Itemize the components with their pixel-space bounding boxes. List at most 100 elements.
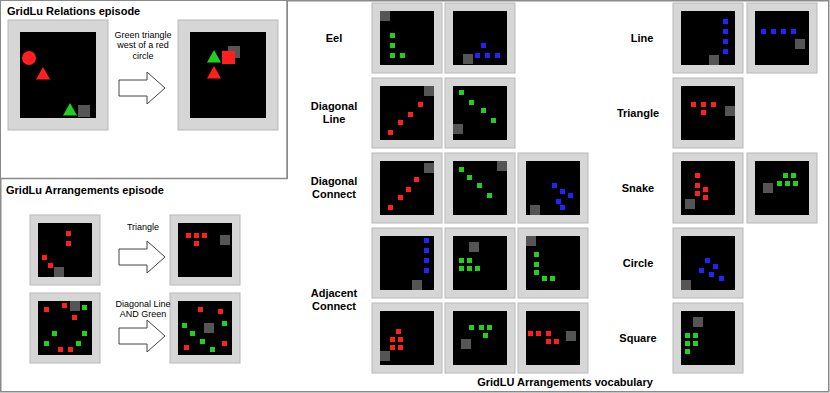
block-dot <box>703 187 708 192</box>
block-dot <box>487 193 492 198</box>
grid-board <box>681 161 735 215</box>
grid-image <box>178 20 278 130</box>
block-dot <box>459 167 464 172</box>
grid-image <box>30 215 100 285</box>
block-dot <box>48 263 53 268</box>
grid-board <box>681 311 735 365</box>
block-dot <box>485 53 490 58</box>
block-dot <box>82 305 87 310</box>
grid-board <box>755 161 809 215</box>
block-dot <box>723 49 728 54</box>
block-dot <box>685 349 690 354</box>
block-dot <box>546 331 551 336</box>
block-dot <box>703 195 708 200</box>
vocabulary-term: Line <box>614 32 670 45</box>
grid-image <box>372 3 442 73</box>
grid-ground <box>380 161 434 215</box>
grid-frame <box>30 215 100 285</box>
block-dot <box>487 325 492 330</box>
block-dot <box>783 173 788 178</box>
grid-ground <box>453 311 507 365</box>
block-dot <box>483 333 488 338</box>
block-dot <box>467 175 472 180</box>
grid-frame <box>372 153 442 223</box>
block-dot <box>695 173 700 178</box>
block-dot <box>424 268 429 273</box>
block-dot <box>701 102 706 107</box>
grid-image <box>170 293 240 363</box>
block-dot <box>190 331 195 336</box>
block-dot <box>554 339 559 344</box>
triangle-object <box>207 50 221 63</box>
block-dot <box>723 29 728 34</box>
grid-frame <box>673 303 743 373</box>
square-object <box>78 105 90 117</box>
grid-board <box>453 86 507 140</box>
block-dot <box>495 53 500 58</box>
grid-board <box>526 236 580 290</box>
grid-ground <box>380 236 434 290</box>
block-dot <box>184 345 189 350</box>
grid-board <box>453 161 507 215</box>
grid-board <box>38 301 92 355</box>
block-dot <box>723 19 728 24</box>
block-dot <box>58 347 63 352</box>
block-dot <box>469 100 474 105</box>
grid-image <box>170 215 240 285</box>
agent-square <box>566 331 576 341</box>
agent-square <box>424 86 434 96</box>
arrow-caption: Triangle <box>111 222 175 232</box>
grid-ground <box>178 301 232 355</box>
grid-board <box>453 311 507 365</box>
agent-square <box>497 161 507 171</box>
block-dot <box>546 339 551 344</box>
agent-square <box>424 163 434 173</box>
block-dot <box>467 258 472 263</box>
agent-square <box>526 236 536 246</box>
block-dot <box>534 252 539 257</box>
block-dot <box>695 183 700 188</box>
grid-frame <box>673 3 743 73</box>
block-dot <box>222 321 227 326</box>
block-dot <box>424 238 429 243</box>
grid-frame <box>747 3 817 73</box>
vocabulary-term: Diagonal Line <box>309 100 359 125</box>
block-dot <box>568 193 573 198</box>
agent-square <box>453 124 463 134</box>
triangle-object <box>207 66 221 79</box>
grid-frame <box>673 78 743 148</box>
block-dot <box>477 183 482 188</box>
grid-ground <box>380 311 434 365</box>
circle-object <box>22 51 36 65</box>
grid-board <box>681 86 735 140</box>
grid-image <box>518 303 588 373</box>
agent-square <box>681 280 691 290</box>
block-dot <box>785 181 790 186</box>
grid-board <box>178 301 232 355</box>
grid-ground <box>453 86 507 140</box>
grid-image <box>372 303 442 373</box>
agent-square <box>795 39 805 49</box>
grid-ground <box>380 11 434 65</box>
block-dot <box>534 262 539 267</box>
block-dot <box>66 231 71 236</box>
grid-ground <box>681 86 735 140</box>
grid-board <box>380 86 434 140</box>
grid-image <box>673 3 743 73</box>
grid-image <box>8 20 108 130</box>
vocabulary-term: Triangle <box>608 107 668 120</box>
block-dot <box>479 325 484 330</box>
block-dot <box>705 258 710 263</box>
block-dot <box>534 270 539 275</box>
grid-frame <box>747 153 817 223</box>
agent-square <box>220 235 230 245</box>
block-dot <box>390 337 395 342</box>
grid-image <box>747 3 817 73</box>
transition-arrow <box>119 320 165 352</box>
block-dot <box>390 345 395 350</box>
block-dot <box>390 33 395 38</box>
grid-board <box>190 32 266 118</box>
block-dot <box>556 199 561 204</box>
